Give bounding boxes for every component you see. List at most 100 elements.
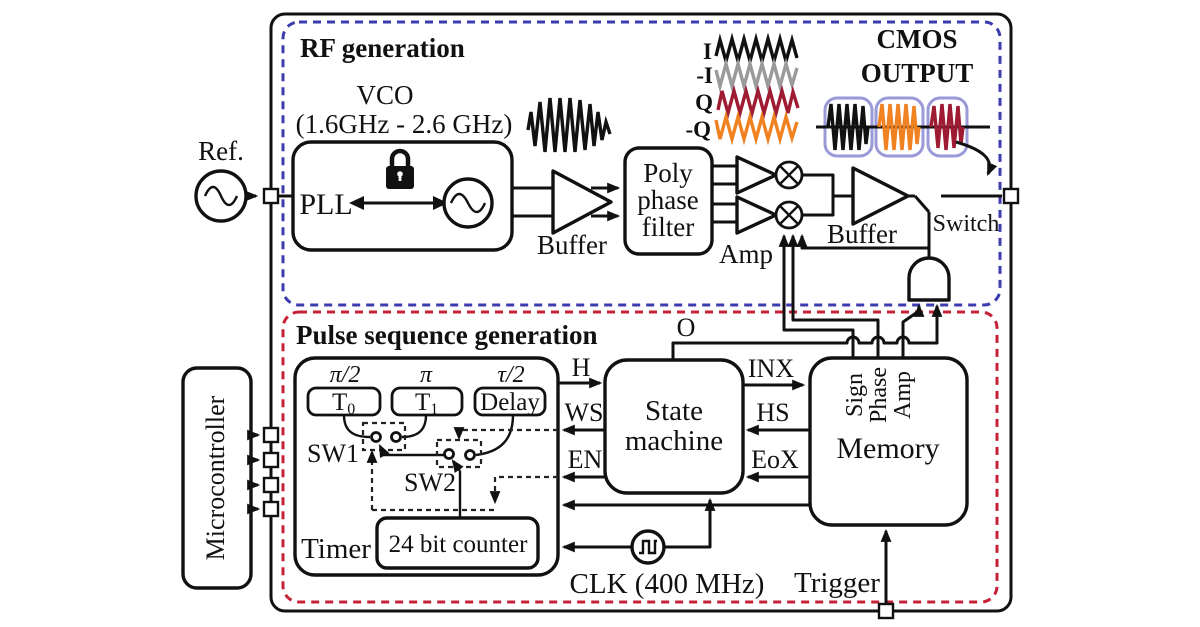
polyphase-filter-block <box>623 146 714 256</box>
wave-label-q: Q <box>695 90 713 115</box>
ref-port <box>262 187 280 205</box>
output-curved-arrow <box>955 140 998 176</box>
clock-squarewave-glyph <box>639 539 657 555</box>
switch-label: Switch <box>933 211 1000 237</box>
pi-half-label: π/2 <box>330 362 361 388</box>
amp-vertical-label: Amp <box>890 371 916 419</box>
microcontroller-arrows <box>247 426 280 518</box>
amp-label: Amp <box>719 239 773 269</box>
polyphase-out-wires <box>712 164 738 224</box>
buffer1-label: Buffer <box>537 230 607 260</box>
ref-sine-glyph <box>203 185 239 207</box>
wave-label-neg-q: -Q <box>685 117 711 142</box>
output-burst-3 <box>929 103 965 151</box>
mc-port-1 <box>262 426 280 444</box>
amp-triangle-2 <box>735 195 778 235</box>
cmos-output-line1: CMOS <box>877 24 958 54</box>
buffer1-input-wires <box>512 186 553 218</box>
sw1-contact-1 <box>370 431 382 443</box>
mc-port-4 <box>262 500 280 518</box>
tau-half-label: τ/2 <box>497 362 524 388</box>
vco-sine-glyph <box>449 192 487 214</box>
pll-label: PLL <box>299 188 352 221</box>
state-machine-line1: State <box>645 395 703 427</box>
trigger-label: Trigger <box>794 567 880 599</box>
ws-label: WS <box>565 398 604 427</box>
sign-wire <box>778 233 855 358</box>
wave-label-i: I <box>703 39 712 64</box>
en-dashed-control <box>489 475 558 505</box>
pi-label: π <box>420 362 433 388</box>
mixer-icon-1 <box>774 160 804 190</box>
h-label: H <box>572 353 591 382</box>
pulse-sequence-box <box>281 310 999 604</box>
microcontroller-label: Microcontroller <box>201 395 230 560</box>
vco-range-label: (1.6GHz - 2.6 GHz) <box>296 109 513 139</box>
state-machine-line2: machine <box>625 425 723 457</box>
ws-dashed-control <box>453 427 558 441</box>
buffer2-label: Buffer <box>827 219 897 249</box>
cmos-output-line2: OUTPUT <box>861 58 974 88</box>
and-gate <box>907 256 951 302</box>
delay-label: Delay <box>480 389 540 416</box>
o-wire <box>671 303 943 360</box>
amp-triangle-1 <box>735 155 778 195</box>
mixer-combine-wires <box>802 173 853 217</box>
t1-label: T1 <box>415 389 438 418</box>
t0-to-sw1-wire <box>342 414 371 439</box>
rf-generation-box <box>281 20 1002 307</box>
vco-burst-waveform <box>526 97 612 153</box>
lock-icon <box>386 148 414 189</box>
polyphase-line3: filter <box>642 212 694 242</box>
sw2-contact-1 <box>443 448 455 460</box>
switch-lever <box>913 195 931 213</box>
o-label: O <box>677 313 696 342</box>
en-label: EN <box>568 445 603 474</box>
phase-wire <box>787 233 880 358</box>
output-burst-2 <box>877 103 921 151</box>
delay-box <box>473 386 547 417</box>
t1-main: T <box>415 389 430 416</box>
sw1-label: SW1 <box>307 439 359 468</box>
sw2-lever <box>451 459 464 473</box>
gate-to-mixer-wire <box>796 233 929 250</box>
counter-label: 24 bit counter <box>389 531 529 558</box>
counter-box <box>375 516 540 570</box>
rf-output-port <box>1002 187 1020 205</box>
pulse-section-title: Pulse sequence generation <box>296 320 597 350</box>
sw1-contact-2 <box>390 431 402 443</box>
timer-label: Timer <box>301 533 371 565</box>
sw1-lever <box>378 444 390 459</box>
trigger-port <box>877 602 895 620</box>
t0-label: T0 <box>332 389 355 418</box>
t1-sub: 1 <box>430 401 438 418</box>
chip-outline-box <box>269 12 1013 613</box>
wave-label-neg-i: -I <box>696 63 713 88</box>
delay-to-sw2-wire <box>475 414 515 457</box>
wave-i <box>714 32 799 68</box>
clk-to-statemachine-wire <box>664 497 716 549</box>
eox-label: EoX <box>751 445 799 474</box>
mixer-icon-2 <box>774 200 804 230</box>
sw2-contact-2 <box>464 449 476 461</box>
amp-to-gate-wire <box>901 303 925 358</box>
memory-label: Memory <box>836 432 939 465</box>
hs-label: HS <box>756 398 789 427</box>
sign-label: Sign <box>842 373 868 417</box>
phase-label: Phase <box>866 367 892 423</box>
wave-neg-i <box>714 57 799 93</box>
t0-main: T <box>332 389 347 416</box>
rf-section-title: RF generation <box>300 33 465 63</box>
memory-block <box>808 356 969 527</box>
clk-label: CLK (400 MHz) <box>570 568 765 600</box>
polyphase-line2: phase <box>637 185 698 215</box>
sw2-label: SW2 <box>404 468 456 497</box>
inx-label: INX <box>748 354 794 383</box>
polyphase-line1: Poly <box>643 158 693 188</box>
mc-port-2 <box>262 451 280 469</box>
wave-neg-q <box>714 110 799 146</box>
ref-label: Ref. <box>198 136 244 166</box>
mc-port-3 <box>262 476 280 494</box>
output-burst-1 <box>826 103 870 151</box>
